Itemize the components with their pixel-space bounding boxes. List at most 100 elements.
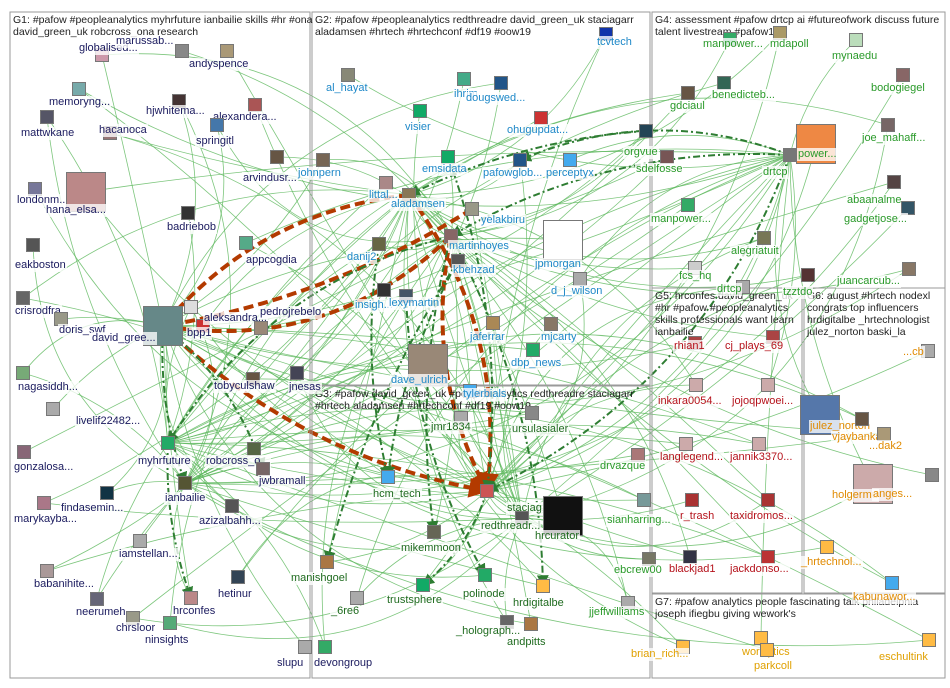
avatar[interactable] bbox=[320, 555, 334, 569]
avatar[interactable] bbox=[761, 550, 775, 564]
avatar[interactable] bbox=[210, 118, 224, 132]
avatar[interactable] bbox=[783, 148, 797, 162]
avatar[interactable] bbox=[270, 150, 284, 164]
avatar[interactable] bbox=[381, 470, 395, 484]
avatar[interactable] bbox=[544, 317, 558, 331]
edge bbox=[162, 325, 930, 641]
avatar[interactable] bbox=[457, 72, 471, 86]
avatar[interactable] bbox=[637, 493, 651, 507]
avatar[interactable] bbox=[184, 300, 198, 314]
avatar[interactable] bbox=[801, 268, 815, 282]
avatar[interactable] bbox=[427, 525, 441, 539]
avatar[interactable] bbox=[26, 238, 40, 252]
avatar[interactable] bbox=[679, 437, 693, 451]
avatar[interactable] bbox=[341, 68, 355, 82]
avatar[interactable] bbox=[318, 640, 332, 654]
avatar[interactable] bbox=[563, 153, 577, 167]
avatar[interactable] bbox=[761, 493, 775, 507]
avatar[interactable] bbox=[494, 76, 508, 90]
avatar[interactable] bbox=[877, 427, 891, 441]
avatar[interactable] bbox=[660, 150, 674, 164]
avatar[interactable] bbox=[247, 442, 261, 456]
avatar[interactable] bbox=[681, 198, 695, 212]
avatar[interactable] bbox=[184, 591, 198, 605]
avatar[interactable] bbox=[896, 68, 910, 82]
avatar[interactable] bbox=[290, 366, 304, 380]
edge bbox=[165, 306, 192, 444]
avatar[interactable] bbox=[100, 486, 114, 500]
avatar[interactable] bbox=[885, 576, 899, 590]
avatar[interactable] bbox=[689, 378, 703, 392]
avatar[interactable] bbox=[486, 316, 500, 330]
avatar[interactable] bbox=[40, 110, 54, 124]
avatar[interactable] bbox=[573, 272, 587, 286]
avatar[interactable] bbox=[46, 402, 60, 416]
avatar[interactable] bbox=[639, 124, 653, 138]
avatar[interactable] bbox=[379, 176, 393, 190]
avatar[interactable] bbox=[413, 104, 427, 118]
avatar[interactable] bbox=[902, 262, 916, 276]
avatar[interactable] bbox=[178, 476, 192, 490]
avatar[interactable] bbox=[90, 592, 104, 606]
avatar[interactable] bbox=[760, 643, 774, 657]
avatar[interactable] bbox=[441, 150, 455, 164]
avatar[interactable] bbox=[161, 436, 175, 450]
avatar[interactable] bbox=[16, 366, 30, 380]
avatar[interactable] bbox=[685, 493, 699, 507]
avatar[interactable] bbox=[377, 283, 391, 297]
avatar[interactable] bbox=[133, 534, 147, 548]
avatar[interactable] bbox=[40, 564, 54, 578]
avatar[interactable] bbox=[372, 237, 386, 251]
avatar[interactable] bbox=[881, 118, 895, 132]
node-label: nagasiddh... bbox=[17, 381, 79, 394]
node-label: babanihite... bbox=[33, 578, 95, 591]
avatar[interactable] bbox=[248, 98, 262, 112]
avatar[interactable] bbox=[16, 291, 30, 305]
avatar[interactable] bbox=[37, 496, 51, 510]
avatar[interactable] bbox=[163, 616, 177, 630]
avatar[interactable] bbox=[298, 640, 312, 654]
node-label: cj_plays_69 bbox=[724, 340, 785, 353]
avatar[interactable] bbox=[717, 76, 731, 90]
edge bbox=[486, 350, 929, 492]
avatar[interactable] bbox=[72, 82, 86, 96]
avatar[interactable] bbox=[526, 343, 540, 357]
avatar[interactable] bbox=[543, 220, 583, 260]
avatar[interactable] bbox=[225, 499, 239, 513]
avatar[interactable] bbox=[239, 236, 253, 250]
avatar[interactable] bbox=[887, 175, 901, 189]
avatar[interactable] bbox=[478, 568, 492, 582]
avatar[interactable] bbox=[757, 231, 771, 245]
avatar[interactable] bbox=[820, 540, 834, 554]
avatar[interactable] bbox=[525, 406, 539, 420]
avatar[interactable] bbox=[536, 579, 550, 593]
avatar[interactable] bbox=[254, 321, 268, 335]
avatar[interactable] bbox=[681, 86, 695, 100]
avatar[interactable] bbox=[524, 617, 538, 631]
avatar[interactable] bbox=[513, 153, 527, 167]
group-title-g1: G1: #pafow #peopleanalytics myhrfuture i… bbox=[13, 14, 313, 38]
avatar[interactable] bbox=[683, 550, 697, 564]
avatar[interactable] bbox=[922, 633, 936, 647]
avatar[interactable] bbox=[534, 111, 548, 125]
edge bbox=[440, 235, 489, 493]
avatar[interactable] bbox=[925, 468, 939, 482]
avatar[interactable] bbox=[849, 33, 863, 47]
avatar[interactable] bbox=[256, 462, 270, 476]
avatar[interactable] bbox=[480, 484, 494, 498]
avatar[interactable] bbox=[543, 496, 583, 536]
avatar[interactable] bbox=[175, 44, 189, 58]
avatar[interactable] bbox=[220, 44, 234, 58]
avatar[interactable] bbox=[761, 378, 775, 392]
avatar[interactable] bbox=[465, 202, 479, 216]
avatar[interactable] bbox=[350, 591, 364, 605]
avatar[interactable] bbox=[416, 578, 430, 592]
avatar[interactable] bbox=[752, 437, 766, 451]
avatar[interactable] bbox=[181, 206, 195, 220]
avatar[interactable] bbox=[901, 201, 915, 215]
avatar[interactable] bbox=[17, 445, 31, 459]
node-label: insigh... bbox=[354, 299, 394, 312]
avatar[interactable] bbox=[231, 570, 245, 584]
avatar[interactable] bbox=[316, 153, 330, 167]
avatar[interactable] bbox=[855, 412, 869, 426]
